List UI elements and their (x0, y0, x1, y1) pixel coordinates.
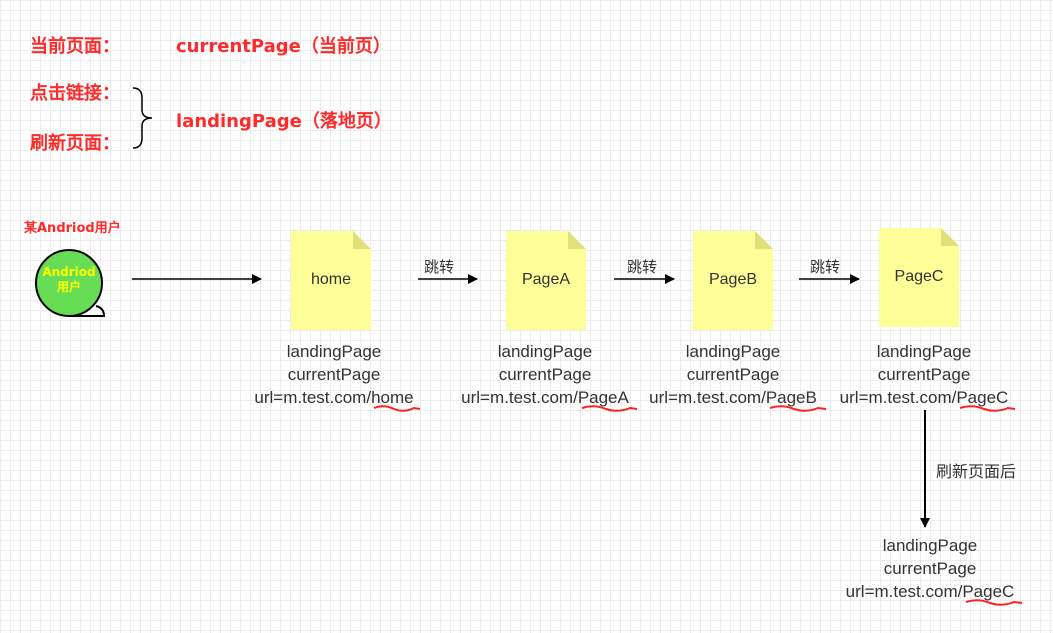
user-badge-text: Andriod 用户 (36, 265, 102, 295)
caption-home-landing: landingPage (286, 342, 382, 361)
url-prefix: url=m.test.com/ (649, 388, 766, 407)
user-badge-line2: 用户 (56, 280, 81, 294)
url-path: PageA (577, 388, 629, 407)
note-pagec (879, 228, 959, 327)
caption-pagea-url: url=m.test.com/PageA (445, 386, 645, 409)
caption-pagea: landingPage currentPage url=m.test.com/P… (445, 340, 645, 409)
url-prefix: url=m.test.com/ (254, 388, 372, 407)
caption-home-current: currentPage (287, 365, 381, 384)
user-caption: 某Andriod用户 (24, 221, 121, 236)
caption-pagec: landingPage currentPage url=m.test.com/P… (824, 340, 1024, 409)
note-pagea (506, 231, 586, 330)
url-prefix: url=m.test.com/ (839, 388, 957, 407)
note-pageb-label: PageB (708, 271, 758, 288)
url-prefix: url=m.test.com/ (845, 582, 963, 601)
note-pagea-label: PageA (521, 271, 571, 288)
caption-pagea-landing: landingPage (497, 342, 593, 361)
caption-pageb: landingPage currentPage url=m.test.com/P… (633, 340, 833, 409)
url-path: home (371, 388, 414, 407)
note-home (291, 231, 371, 330)
legend-current-value: currentPage（当前页） (176, 36, 391, 57)
caption-home: landingPage currentPage url=m.test.com/h… (234, 340, 434, 409)
caption-pageb-url: url=m.test.com/PageB (633, 386, 833, 409)
url-path: PageC (962, 582, 1015, 601)
legend-current-label: 当前页面： (30, 36, 120, 57)
legend-refresh-label: 刷新页面： (30, 133, 120, 154)
note-pagec-label: PageC (894, 268, 944, 285)
squiggle-home (373, 405, 421, 412)
caption-pagea-current: currentPage (498, 365, 592, 384)
squiggle-pagea (581, 405, 638, 412)
legend-landing-value: landingPage（落地页） (176, 111, 392, 132)
caption-after-current: currentPage (883, 559, 977, 578)
url-path: PageB (765, 388, 817, 407)
caption-after-url: url=m.test.com/PageC (830, 580, 1030, 603)
squiggle-pageb (769, 405, 827, 412)
caption-after-refresh: landingPage currentPage url=m.test.com/P… (830, 534, 1030, 603)
caption-pagec-current: currentPage (877, 365, 971, 384)
squiggle-after (965, 599, 1023, 606)
user-badge (35, 249, 106, 317)
arrow-label-refresh: 刷新页面后 (936, 462, 1017, 481)
caption-pagec-url: url=m.test.com/PageC (824, 386, 1024, 409)
arrow-label-jump1: 跳转 (424, 258, 455, 276)
arrow-label-jump2: 跳转 (627, 258, 658, 276)
note-home-label: home (310, 271, 352, 288)
caption-after-landing: landingPage (882, 536, 978, 555)
caption-pagec-landing: landingPage (876, 342, 972, 361)
user-badge-line1: Andriod (42, 265, 96, 279)
caption-home-url: url=m.test.com/home (234, 386, 434, 409)
legend-click-label: 点击链接： (30, 83, 120, 104)
url-prefix: url=m.test.com/ (461, 388, 578, 407)
squiggle-pagec (959, 405, 1016, 412)
url-path: PageC (956, 388, 1009, 407)
arrow-label-jump3: 跳转 (810, 258, 841, 276)
note-pageb (693, 231, 773, 330)
legend-brace (132, 87, 153, 149)
caption-pageb-landing: landingPage (685, 342, 781, 361)
caption-pageb-current: currentPage (686, 365, 780, 384)
